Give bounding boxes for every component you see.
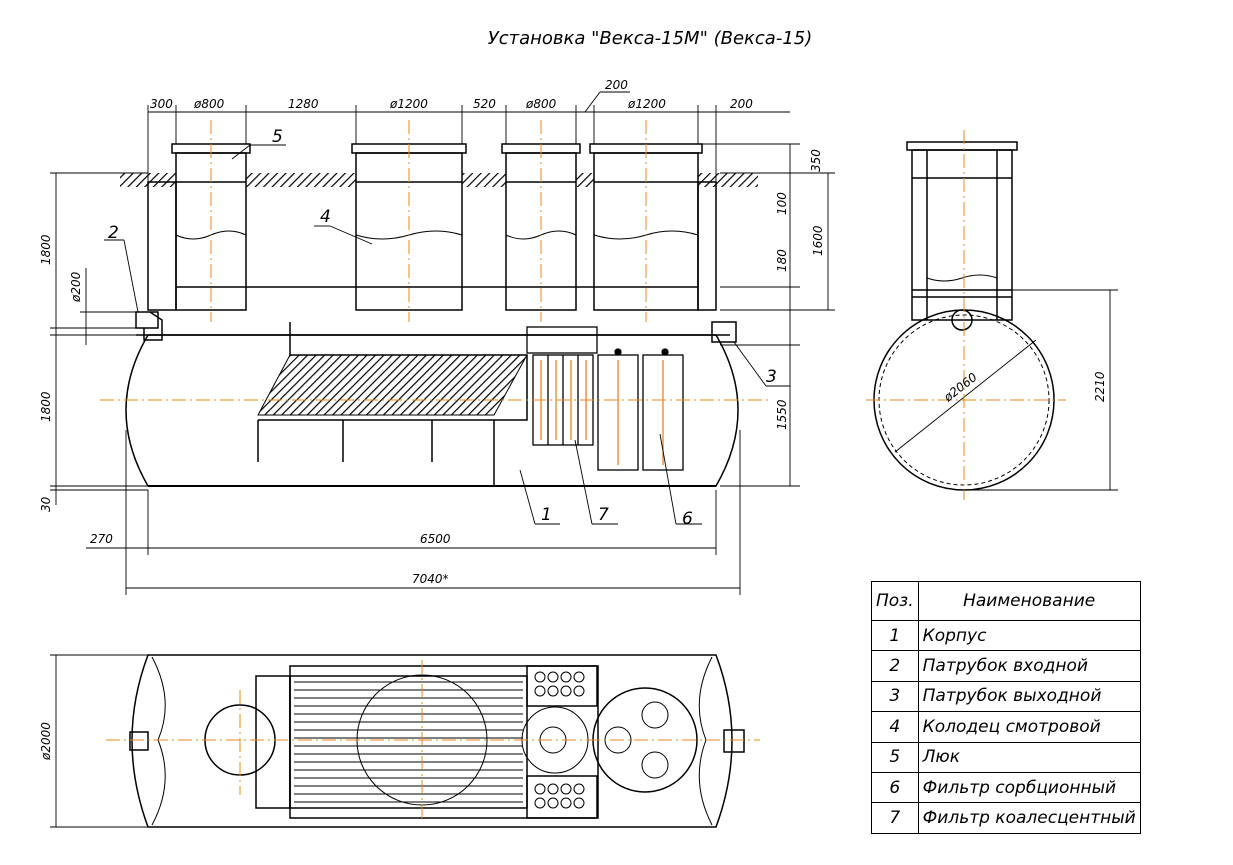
table-row: 7 Фильтр коалесцентный xyxy=(871,802,1141,834)
table-cell-name: Люк xyxy=(917,741,1141,773)
dimension-lines xyxy=(50,91,835,595)
table-cell-name: Патрубок выходной xyxy=(917,680,1141,713)
table-row: 2 Патрубок входной xyxy=(871,650,1141,682)
table-cell-name: Корпус xyxy=(917,619,1141,652)
callout-3: 3 xyxy=(766,367,777,387)
dim-100: 100 xyxy=(775,192,789,215)
plan-tubes xyxy=(534,671,669,809)
table-row: 5 Люк xyxy=(871,741,1141,773)
table-cell-name: Фильтр коалесцентный xyxy=(917,802,1141,834)
front-view xyxy=(120,143,758,487)
dim-d2000: ø2000 xyxy=(39,722,53,761)
inlet-pipe xyxy=(135,311,163,341)
dim-d1200-a: ø1200 xyxy=(389,97,428,111)
table-cell-name: Патрубок входной xyxy=(917,650,1141,682)
table-header-row: Поз. Наименование xyxy=(871,581,1141,621)
table-cell-name: Колодец смотровой xyxy=(917,711,1141,743)
dim-200-b: 200 xyxy=(730,97,753,111)
callout-5: 5 xyxy=(272,127,283,147)
dim-180: 180 xyxy=(775,249,789,272)
plan-grating xyxy=(294,681,523,803)
dim-6500: 6500 xyxy=(420,532,451,546)
table-cell-pos: 6 xyxy=(871,771,919,804)
table-row: 6 Фильтр сорбционный xyxy=(871,771,1141,804)
lamella-pack xyxy=(257,354,528,416)
table-cell-pos: 5 xyxy=(871,741,919,773)
dim-1800-top: 1800 xyxy=(39,234,53,265)
callout-1: 1 xyxy=(541,505,552,525)
dim-d800-a: ø800 xyxy=(193,97,225,111)
dim-270: 270 xyxy=(90,532,113,546)
outlet-pipe xyxy=(711,321,737,343)
table-header-name: Наименование xyxy=(917,581,1141,621)
callout-6: 6 xyxy=(682,509,693,529)
dim-1600: 1600 xyxy=(811,225,825,256)
dim-520: 520 xyxy=(473,97,496,111)
dim-1800-bottom: 1800 xyxy=(39,391,53,422)
dim-30: 30 xyxy=(39,496,53,512)
table-cell-pos: 2 xyxy=(871,650,919,682)
dim-300: 300 xyxy=(150,97,173,111)
dimension-texts: 300 ø800 1280 ø1200 520 ø800 200 ø1200 2… xyxy=(39,78,825,586)
parts-table: Поз. Наименование 1 Корпус 2 Патрубок вх… xyxy=(871,581,1141,834)
dim-1280: 1280 xyxy=(288,97,319,111)
callout-numbers: 2 3 5 4 1 7 6 xyxy=(108,127,777,529)
table-cell-pos: 3 xyxy=(871,680,919,713)
dim-d1200-b: ø1200 xyxy=(627,97,666,111)
axis-lines xyxy=(100,120,770,401)
dim-200-a: 200 xyxy=(605,78,628,92)
callout-7: 7 xyxy=(598,505,609,525)
table-row: 3 Патрубок выходной xyxy=(871,680,1141,713)
table-cell-name: Фильтр сорбционный xyxy=(917,771,1141,804)
table-header-pos: Поз. xyxy=(871,581,919,621)
callout-4: 4 xyxy=(320,207,331,227)
plan-view xyxy=(129,654,745,828)
table-row: 4 Колодец смотровой xyxy=(871,711,1141,743)
dim-2210: 2210 xyxy=(1093,371,1107,402)
dim-1550: 1550 xyxy=(775,399,789,430)
sorption-filter xyxy=(597,348,684,471)
side-view xyxy=(873,141,1118,491)
callout-2: 2 xyxy=(108,223,119,243)
coalescent-filter xyxy=(526,326,598,446)
dim-d800-b: ø800 xyxy=(525,97,557,111)
drawing-title: Установка "Векса-15М" (Векса-15) xyxy=(487,28,813,49)
dim-d200: ø200 xyxy=(69,271,83,303)
table-cell-pos: 7 xyxy=(871,802,919,834)
dim-7040: 7040* xyxy=(412,572,449,586)
table-cell-pos: 1 xyxy=(871,619,919,652)
table-row: 1 Корпус xyxy=(871,619,1141,652)
dim-350: 350 xyxy=(809,149,823,172)
table-cell-pos: 4 xyxy=(871,711,919,743)
